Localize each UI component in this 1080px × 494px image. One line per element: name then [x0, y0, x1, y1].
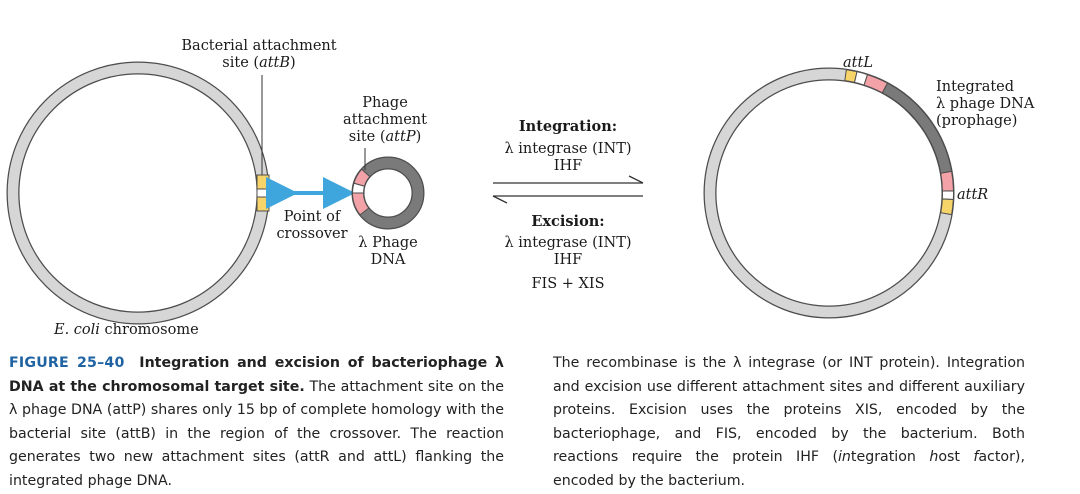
attR-label: attR: [957, 187, 988, 203]
phage-site-label-line1: Phage: [362, 95, 408, 111]
caption-right-body-4: actor), encoded by the bacterium.: [553, 449, 1025, 489]
phage-site-label-line3: site (attP): [349, 129, 422, 145]
ecoli-chromosome-ring: [6, 61, 270, 325]
attL-pink-segment: [863, 73, 889, 94]
prophage-label-line2: λ phage DNA: [936, 96, 1035, 112]
integration-enzyme-2: IHF: [554, 158, 582, 174]
attB-top-segment: [256, 174, 270, 190]
caption-right-column: The recombinase is the λ integrase (or I…: [553, 352, 1025, 494]
attP-bottom-segment: [351, 192, 370, 216]
attL-label: attL: [843, 55, 873, 71]
bacterial-site-label-line2: site (attB): [222, 55, 295, 71]
excision-enzyme-2: IHF: [554, 252, 582, 268]
caption-right-body-3: ost: [938, 449, 974, 466]
attR-pink-segment: [940, 170, 954, 192]
caption-right-italic-1: in: [837, 449, 851, 466]
caption-right-italic-2: h: [929, 449, 939, 466]
attP-top-segment: [353, 168, 371, 187]
reaction-arrows: [492, 175, 644, 204]
integrated-chromosome-ring: [703, 67, 955, 319]
excision-enzyme-3: FIS + XIS: [531, 276, 604, 292]
attB-core-segment: [256, 188, 270, 198]
integration-title: Integration:: [519, 118, 617, 135]
reverse-arrow-barb: [492, 195, 508, 204]
caption-left-column: FIGURE 25–40 Integration and excision of…: [9, 352, 504, 494]
phage-dna-label-line2: DNA: [371, 252, 406, 268]
excision-title: Excision:: [531, 213, 604, 230]
phage-site-label-line2: attachment: [343, 112, 427, 128]
phage-dna-label-line1: λ Phage: [358, 235, 417, 251]
integration-diagram: Bacterial attachment site (attB) Point o…: [6, 38, 1035, 338]
attR-yellow-segment: [940, 198, 954, 216]
prophage-label-line3: (prophage): [936, 113, 1017, 129]
caption-right-italic-3: f: [973, 449, 979, 466]
caption-left-body: The attachment site on the λ phage DNA (…: [9, 378, 504, 489]
crossover-label-line2: crossover: [276, 226, 347, 242]
attB-bottom-segment: [256, 196, 270, 212]
caption-right-body-2: tegration: [850, 449, 930, 466]
forward-arrow-barb: [628, 175, 644, 184]
ecoli-chromosome-label: E. coli chromosome: [53, 322, 199, 338]
phage-dna-ring: [351, 148, 425, 230]
excision-enzyme-1: λ integrase (INT): [504, 235, 631, 251]
caption-right-body-1: The recombinase is the λ integrase (or I…: [553, 355, 1025, 466]
attR-core-segment: [941, 190, 954, 201]
crossover-label-line1: Point of: [284, 209, 342, 225]
figure-label: FIGURE 25–40: [9, 355, 125, 371]
prophage-label-line1: Integrated: [936, 79, 1014, 95]
integration-enzyme-1: λ integrase (INT): [504, 141, 631, 157]
attP-core-segment: [351, 182, 366, 194]
bacterial-site-label-line1: Bacterial attachment: [181, 38, 336, 54]
figure-title: Integration and excision of bacteriophag…: [9, 355, 504, 395]
